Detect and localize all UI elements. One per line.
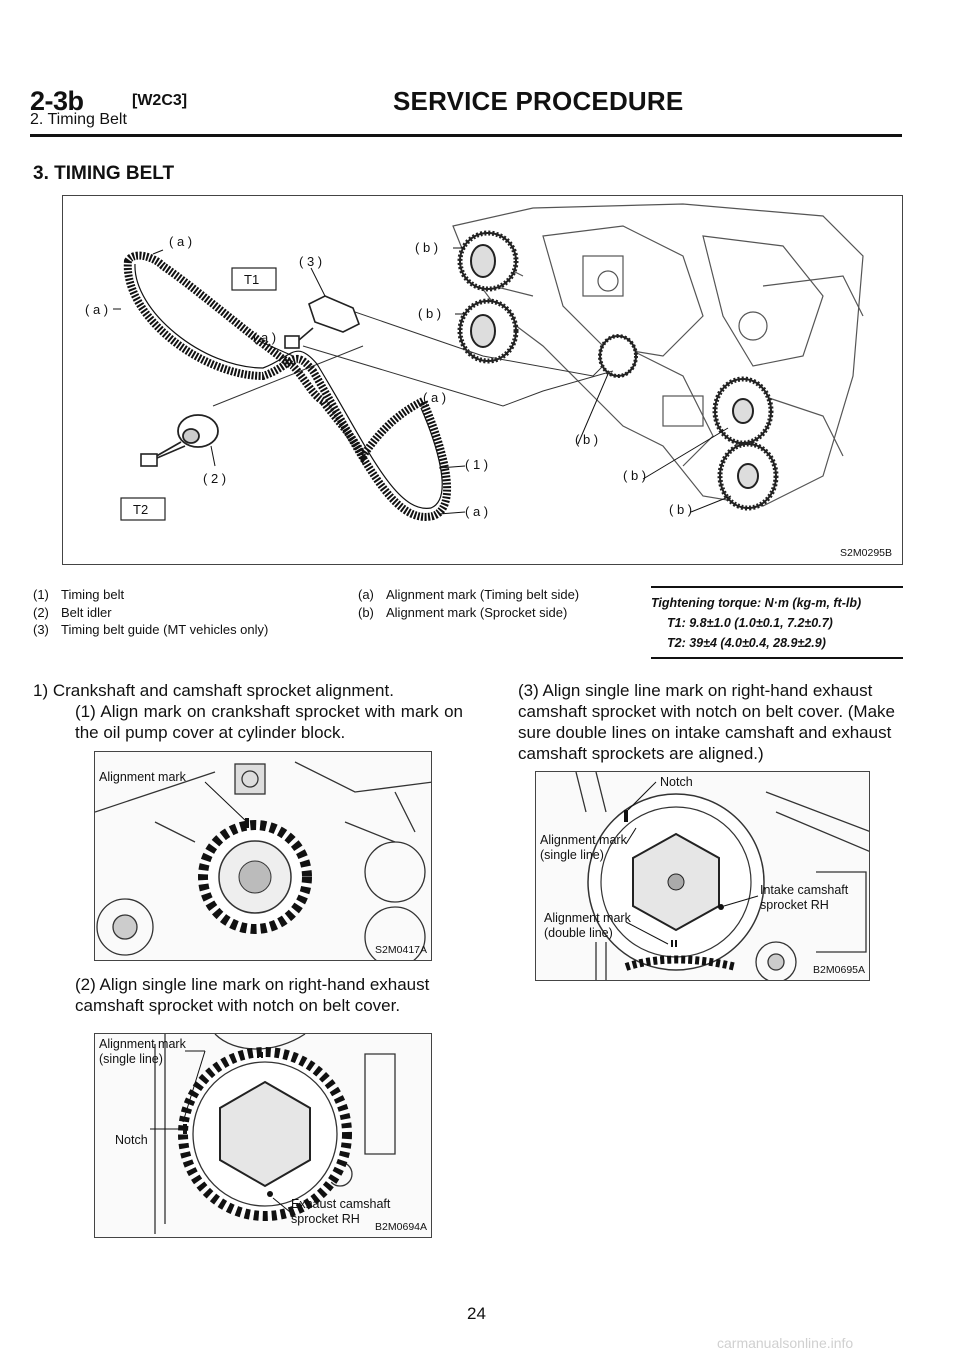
section-title: 3. TIMING BELT — [33, 163, 175, 184]
caption-list-marks: (a)Alignment mark (Timing belt side) (b)… — [358, 586, 608, 621]
label-alignment-mark-double: Alignment mark — [544, 911, 632, 925]
caption-item: (b)Alignment mark (Sprocket side) — [358, 604, 568, 620]
torque-spec-box: Tightening torque: N·m (kg-m, ft-lb) T1:… — [651, 586, 903, 659]
figure-code: S2M0295B — [840, 547, 892, 559]
label-t1: T1 — [244, 272, 259, 287]
caption-item: (2)Belt idler — [33, 604, 112, 620]
figure-exhaust-sprocket: Alignment mark (single line) Notch Exhau… — [94, 1033, 432, 1238]
figure-crankshaft-sprocket: Alignment mark S2M0417A — [94, 751, 432, 961]
step-1: 1) Crankshaft and camshaft sprocket alig… — [33, 681, 394, 700]
label-b-5: ( b ) — [669, 502, 692, 517]
sprocket-upper-2 — [457, 298, 519, 364]
label-a-5: ( a ) — [465, 504, 488, 519]
sprocket-right-2 — [717, 441, 779, 511]
page-title: SERVICE PROCEDURE — [393, 86, 684, 116]
label-alignment-mark: Alignment mark — [99, 770, 187, 784]
page-number: 24 — [467, 1304, 486, 1323]
step-1-2: (2) Align single line mark on right-hand… — [75, 975, 430, 1015]
label-b-3: ( b ) — [575, 432, 598, 447]
label-sprocket-rh: sprocket RH — [760, 898, 829, 912]
label-t2: T2 — [133, 502, 148, 517]
label-intake-camshaft: Intake camshaft — [760, 883, 849, 897]
label-3: ( 3 ) — [299, 254, 322, 269]
label-exhaust-camshaft: Exhaust camshaft — [291, 1197, 391, 1211]
label-b-4: ( b ) — [623, 468, 646, 483]
label-a-1: ( a ) — [169, 234, 192, 249]
crankshaft-sprocket — [198, 820, 312, 934]
header-rule — [30, 134, 902, 137]
label-notch: Notch — [115, 1133, 148, 1147]
label-notch: Notch — [660, 775, 693, 789]
sprocket-idler-center — [598, 334, 638, 378]
figure-timing-belt: ( a ) ( a ) ( a ) ( a ) ( a ) ( b ) ( b … — [62, 195, 903, 565]
label-single-line: (single line) — [99, 1052, 163, 1066]
label-alignment-mark: Alignment mark — [99, 1037, 187, 1051]
label-1: ( 1 ) — [465, 457, 488, 472]
label-b-1: ( b ) — [415, 240, 438, 255]
section-ref: [W2C3] — [132, 92, 188, 109]
label-alignment-mark-single: Alignment mark — [540, 833, 628, 847]
label-single-line: (single line) — [540, 848, 604, 862]
label-a-2: ( a ) — [85, 302, 108, 317]
page-subtitle: 2. Timing Belt — [30, 111, 127, 128]
label-a-3: ( a ) — [253, 330, 276, 345]
torque-heading: Tightening torque: N·m (kg-m, ft-lb) — [651, 596, 862, 610]
caption-item: (a)Alignment mark (Timing belt side) — [358, 587, 580, 602]
torque-t2: T2: 39±4 (4.0±0.4, 28.9±2.9) — [667, 636, 826, 650]
caption-item: (3)Timing belt guide (MT vehicles only) — [33, 622, 269, 637]
figure-code: B2M0694A — [375, 1221, 427, 1233]
caption-item: (1)Timing belt — [33, 587, 125, 602]
label-sprocket-rh: sprocket RH — [291, 1212, 360, 1226]
intake-camshaft-sprocket — [587, 793, 765, 971]
belt-idler — [152, 414, 219, 459]
step-1-3: (3) Align single line mark on right-hand… — [518, 681, 896, 763]
figure-intake-sprocket: Notch Alignment mark (single line) Intak… — [535, 771, 870, 981]
torque-t1: T1: 9.8±1.0 (1.0±0.1, 7.2±0.7) — [667, 616, 833, 630]
sprocket-upper-1 — [457, 230, 519, 292]
label-b-2: ( b ) — [418, 306, 441, 321]
timing-belt-diagram: ( a ) ( a ) ( a ) ( a ) ( a ) ( b ) ( b … — [85, 203, 864, 521]
timing-belt — [123, 251, 451, 521]
bolt-t2 — [140, 445, 186, 467]
section-code: 2-3b — [30, 86, 84, 116]
exhaust-camshaft-sprocket — [178, 1047, 352, 1221]
step-1-1: (1) Align mark on crankshaft sprocket wi… — [75, 702, 463, 742]
label-2: ( 2 ) — [203, 471, 226, 486]
label-a-4: ( a ) — [423, 390, 446, 405]
figure-code: S2M0417A — [375, 944, 427, 956]
footer-watermark: carmanualsonline.info — [717, 1335, 854, 1351]
sprocket-right-1 — [712, 376, 774, 446]
label-double-line: (double line) — [544, 926, 613, 940]
timing-belt-guide — [284, 295, 361, 349]
figure-code: B2M0695A — [813, 964, 865, 976]
caption-list-parts: (1)Timing belt (2)Belt idler (3)Timing b… — [33, 586, 323, 639]
